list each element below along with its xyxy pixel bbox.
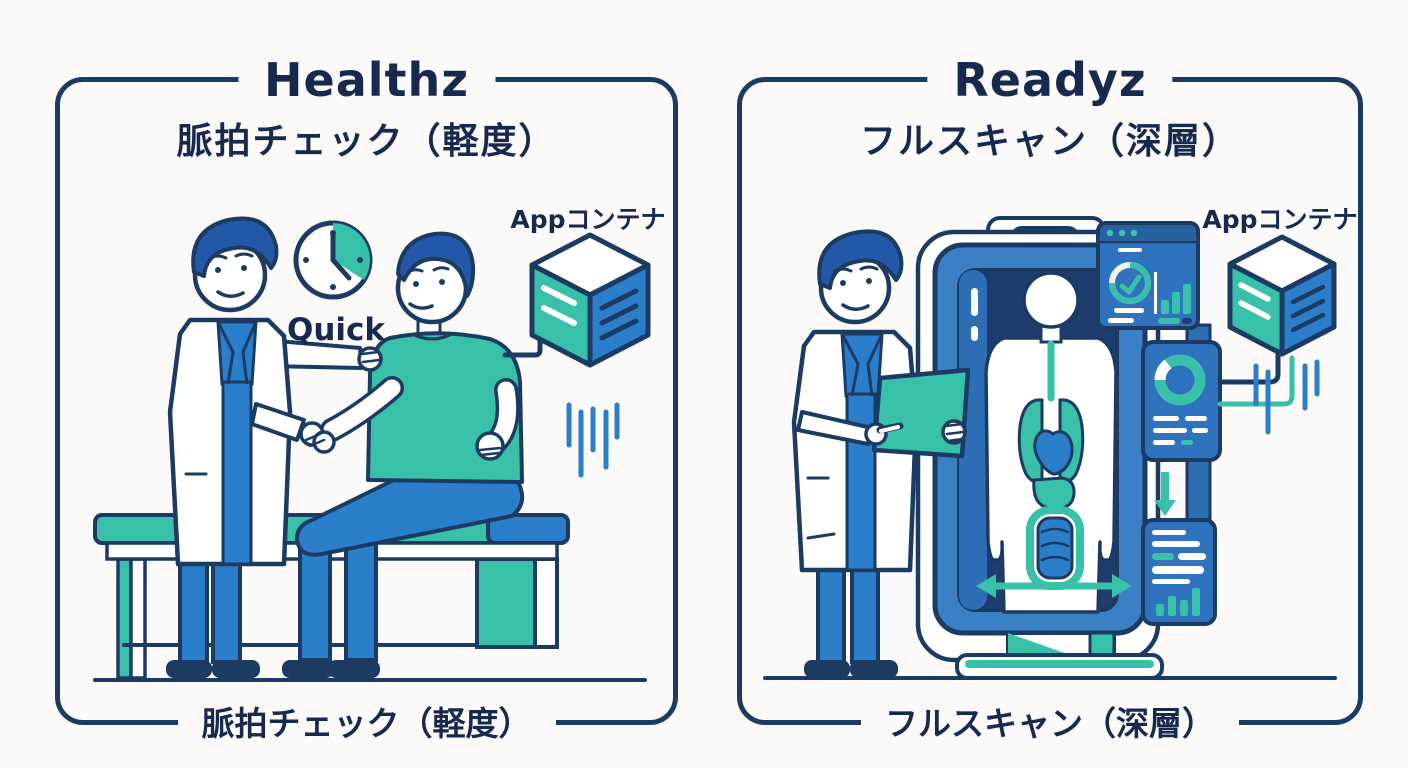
doctor-figure <box>791 229 971 678</box>
readyz-subtitle: フルスキャン（深層） <box>859 121 1240 162</box>
report-panel-icon <box>1141 518 1217 626</box>
healthz-panel-title: Healthz <box>237 52 496 107</box>
scan-range-arrow-icon <box>976 574 1132 598</box>
data-stream-lines <box>566 402 620 478</box>
dashboard-window-icon <box>1096 221 1200 330</box>
readyz-caption: フルスキャン（深層） <box>861 696 1239 745</box>
quick-label: Quick <box>287 312 386 348</box>
data-stream-lines <box>1253 359 1320 435</box>
clock-icon <box>293 220 373 300</box>
app-container-cube-icon <box>529 232 651 368</box>
full-scan-illustration: Appコンテナ <box>763 205 1358 680</box>
probe-connector-pipe-teal <box>1217 355 1295 407</box>
doctor-figure <box>166 216 383 678</box>
pulse-check-illustration: Quick Appコンテナ <box>93 205 666 682</box>
patient-figure <box>282 231 524 678</box>
app-container-cube-icon <box>1227 234 1337 357</box>
down-arrow-icon <box>1154 472 1176 516</box>
healthz-caption: 脈拍チェック（軽度） <box>177 696 556 745</box>
scanner-machine-icon <box>915 216 1164 680</box>
healthz-subtitle: 脈拍チェック（軽度） <box>176 121 557 162</box>
readyz-panel: Readyz フルスキャン（深層） <box>737 52 1363 745</box>
body-scan-silhouette <box>984 271 1118 614</box>
readyz-panel-title: Readyz <box>927 52 1173 107</box>
app-container-label: Appコンテナ <box>1202 205 1357 234</box>
app-container-label: Appコンテナ <box>510 205 665 234</box>
healthz-panel: Healthz 脈拍チェック（軽度） <box>55 52 678 745</box>
donut-chart-panel-icon <box>1141 340 1222 462</box>
